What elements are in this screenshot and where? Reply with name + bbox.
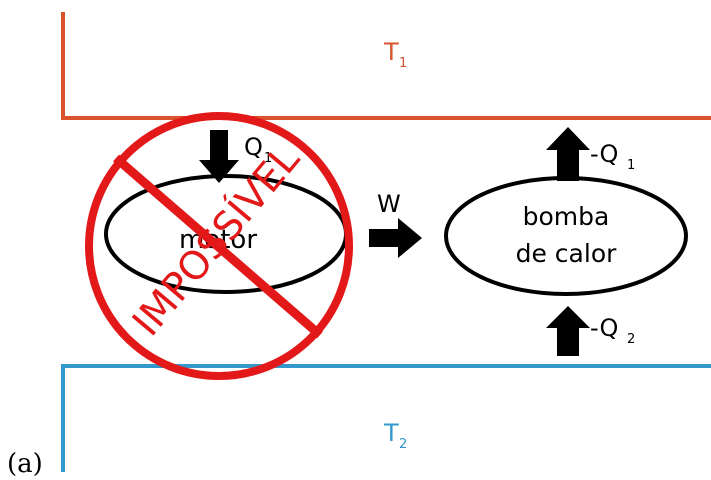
heat-pump-in-subscript: 2 (627, 332, 635, 347)
heat-pump-out-subscript: 1 (627, 158, 635, 173)
prohibition-circle (85, 112, 353, 380)
hot-reservoir-subscript: 1 (399, 56, 407, 71)
heat-pump-label-line1: bomba (523, 202, 610, 231)
cold-reservoir-subscript: 2 (399, 437, 407, 452)
heat-pump-in-arrow-up-icon (546, 306, 590, 356)
engine-heat-in-label: Q (244, 133, 263, 161)
heat-pump-ellipse (444, 176, 688, 296)
heat-in-arrow-down-icon (199, 130, 239, 183)
heat-pump-in-label: -Q (590, 314, 618, 342)
work-label: W (377, 190, 401, 218)
heat-pump-out-label: -Q (590, 140, 618, 168)
hot-reservoir-border (61, 12, 711, 120)
cold-reservoir-label: T (383, 419, 399, 447)
engine-heat-in-subscript: 1 (264, 151, 272, 166)
panel-label: (a) (7, 449, 43, 479)
heat-pump-out-arrow-up-icon (546, 127, 590, 181)
cold-reservoir-border (61, 364, 711, 472)
prohibition-slash (113, 154, 323, 339)
work-arrow-right-icon (369, 218, 422, 258)
heat-pump-label-line2: de calor (516, 239, 618, 268)
hot-reservoir-label: T (383, 38, 399, 66)
